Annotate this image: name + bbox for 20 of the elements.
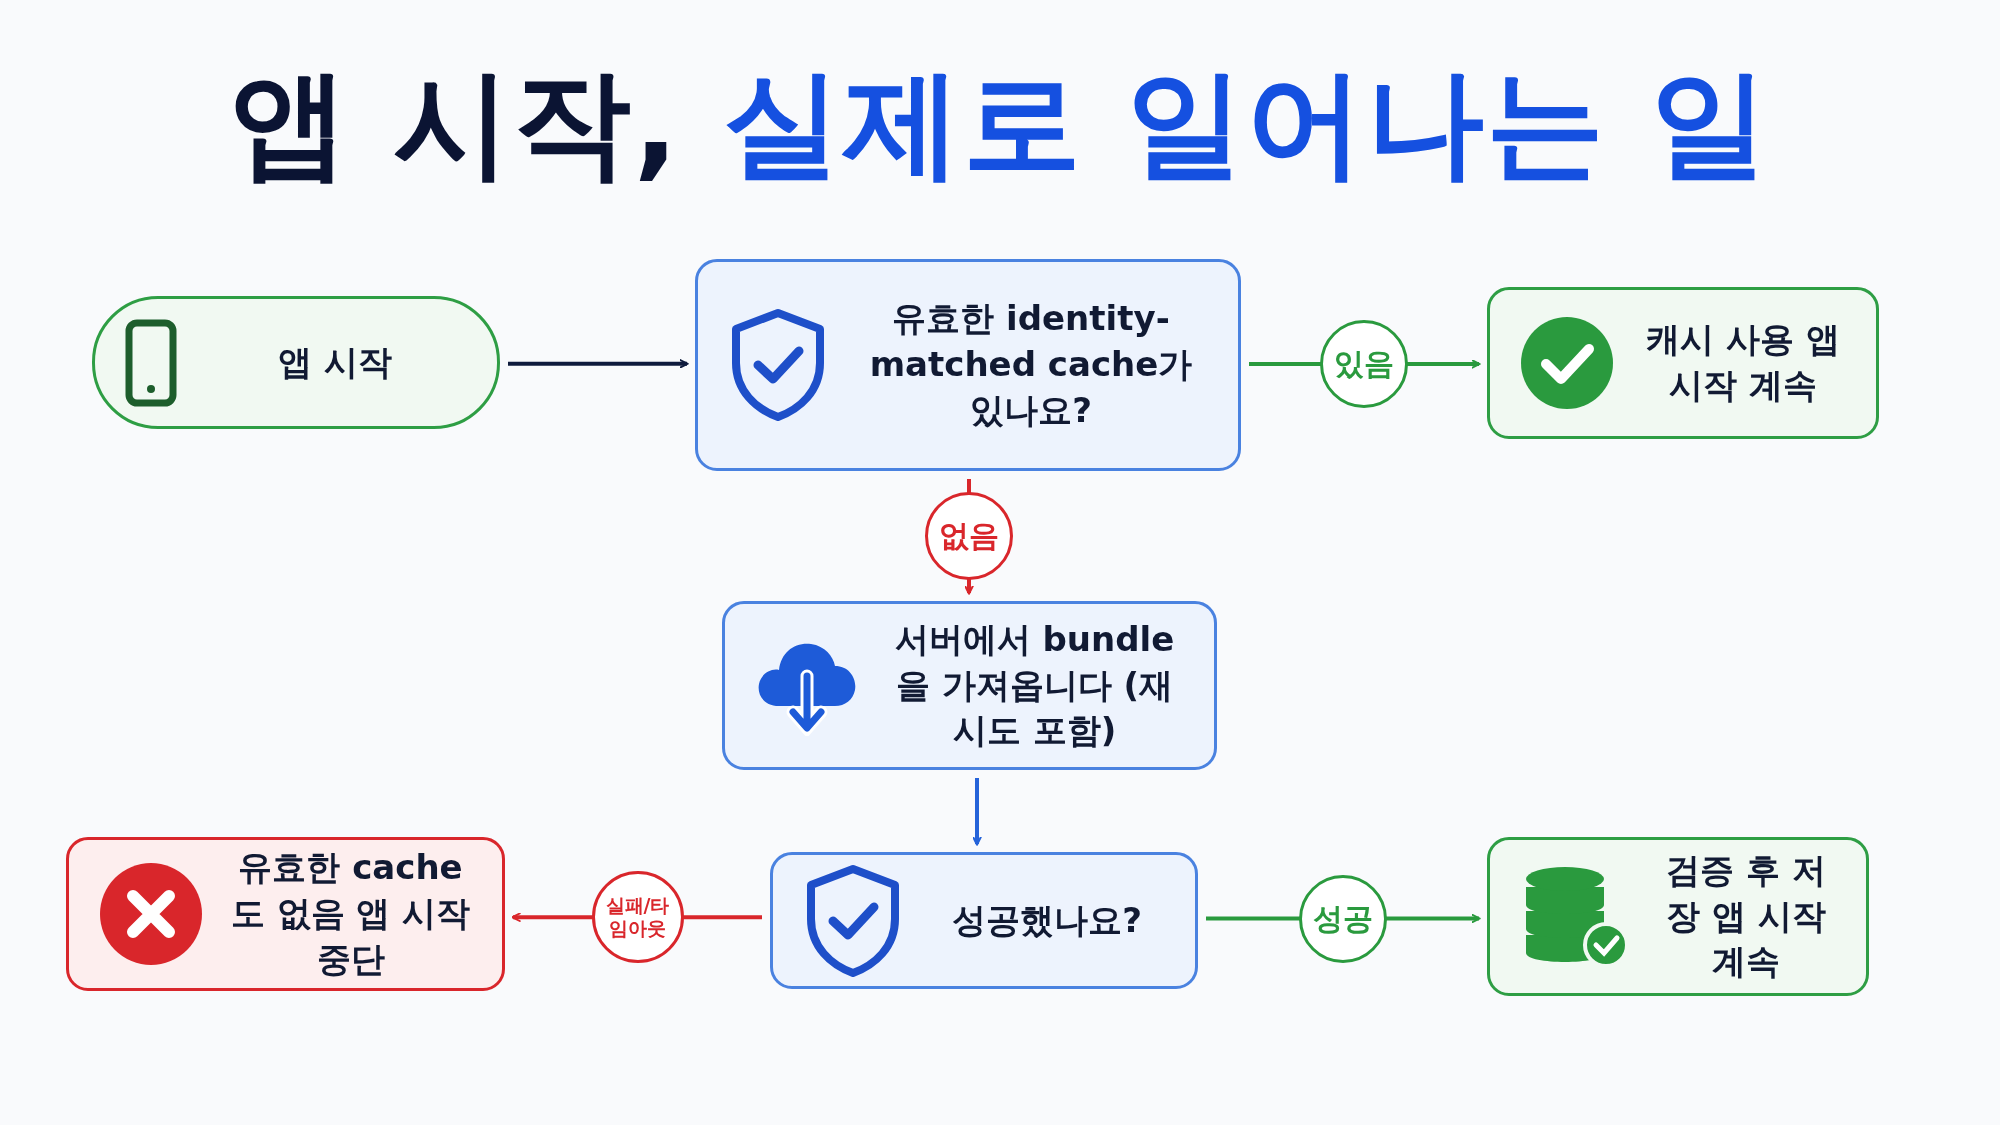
node-text: 유효한 cache도 없음 앱 시작 중단 bbox=[229, 846, 472, 981]
decision-box bbox=[695, 259, 1241, 471]
title: 앱 시작, 실제로 일어나는 일 bbox=[229, 53, 1771, 194]
error-box bbox=[66, 837, 505, 991]
node-text: 검증 후 저장 앱 시작 계속 bbox=[1665, 848, 1827, 984]
edge-label: 있음 bbox=[1320, 320, 1408, 408]
edge-label: 없음 bbox=[925, 492, 1013, 580]
edge-label: 성공 bbox=[1298, 874, 1387, 963]
process-box bbox=[722, 601, 1217, 770]
result-box bbox=[1487, 287, 1879, 439]
node-text: 캐시 사용 앱 시작 계속 bbox=[1645, 318, 1841, 407]
node-text: 앱 시작 bbox=[277, 340, 393, 384]
result-box bbox=[1487, 837, 1869, 996]
arrow bbox=[972, 778, 982, 846]
edge-label: 실패/타임아웃 bbox=[591, 871, 684, 964]
node-text: 성공했나요? bbox=[951, 898, 1143, 942]
node-text: 서버에서 bundle을 가져옵니다 (재시도 포함) bbox=[893, 617, 1176, 753]
decision-box bbox=[770, 852, 1198, 989]
node-text: 유효한 identity-matched cache가 있나요? bbox=[868, 297, 1194, 432]
arrow bbox=[508, 359, 689, 369]
